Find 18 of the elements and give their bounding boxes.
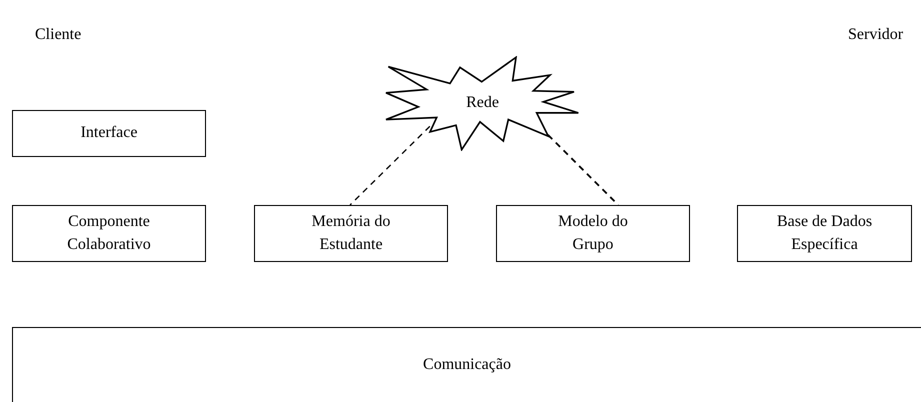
node-label: Interface xyxy=(80,123,138,144)
component-box xyxy=(496,205,690,262)
side-heading: Servidor xyxy=(848,26,904,44)
component-box xyxy=(12,205,206,262)
node-label: Rede xyxy=(466,93,499,114)
component-box xyxy=(12,327,921,402)
component-box xyxy=(254,205,448,262)
dashed-connector xyxy=(547,134,619,206)
node-label: Componente Colaborativo xyxy=(66,212,152,254)
component-box xyxy=(12,110,206,157)
network-starburst xyxy=(385,56,580,151)
node-label: Comunicação xyxy=(423,355,511,375)
node-label: Modelo do Grupo xyxy=(557,212,629,254)
node-label: Base de Dados Específica xyxy=(776,212,874,254)
component-box xyxy=(737,205,912,262)
dashed-connector xyxy=(350,126,430,206)
node-label: Memória do Estudante xyxy=(310,212,392,254)
side-heading: Cliente xyxy=(35,26,82,44)
